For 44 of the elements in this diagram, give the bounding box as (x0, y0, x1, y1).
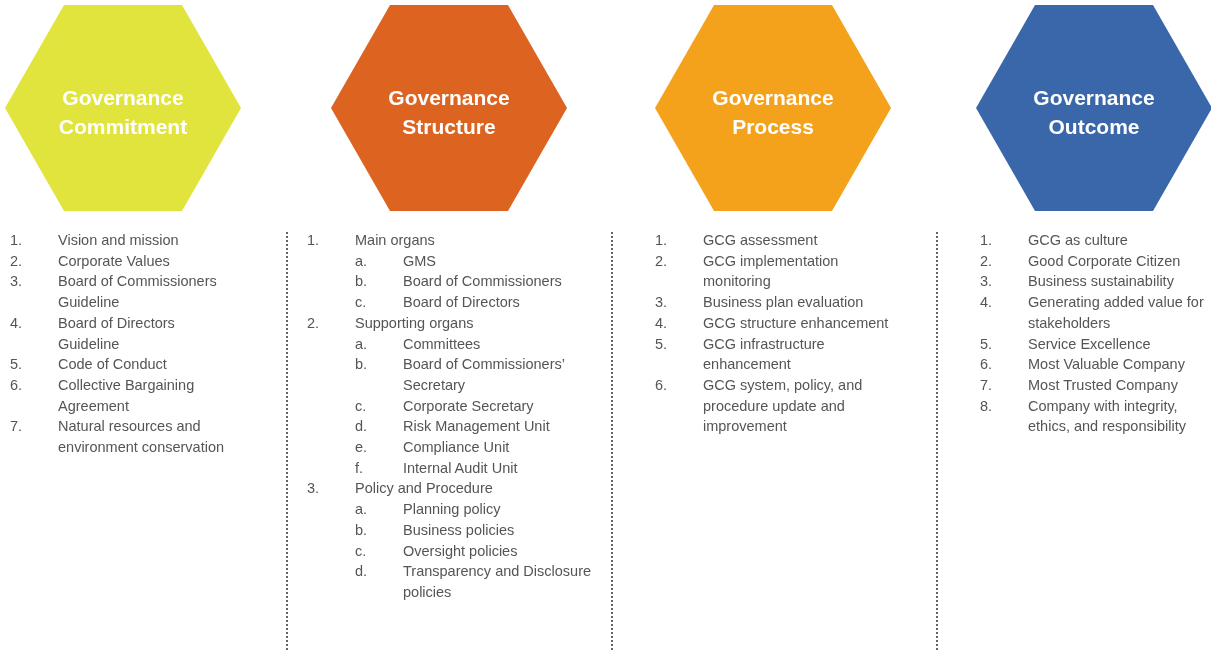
list-item: 2. GCG implementation monitoring (655, 251, 840, 292)
list-item: 2. Corporate Values (10, 251, 171, 271)
list-item: 2. Supporting organs (307, 313, 475, 333)
hexagon-title: Governance Process (711, 85, 835, 140)
sub-list-item: c. Board of Directors (354, 293, 521, 313)
list-item: 1. Vision and mission (10, 231, 180, 250)
hexagon (655, 5, 891, 211)
list-item: 5. Service Excellence (980, 334, 1152, 354)
hexagon (5, 5, 241, 211)
sub-list-item: f. Internal Audit Unit (354, 458, 519, 478)
list-item: 3. Policy and Procedure (307, 479, 494, 499)
sub-list-item: c. Oversight policies (354, 541, 519, 561)
sub-list-item: b. Board of Commissioners (354, 272, 563, 292)
list-item: 6. Collective Bargaining Agreement (10, 375, 196, 416)
list-item: 5. Code of Conduct (10, 355, 168, 375)
hexagon-title: Governance Outcome (1032, 85, 1156, 140)
list-item: 3. Board of Commissioners Guideline (10, 272, 218, 313)
list-item: 7. Natural resources and environment conservation (10, 417, 226, 458)
list-item: 7. Most Trusted Company (980, 375, 1179, 395)
sub-list-item: a. GMS (354, 251, 438, 271)
sub-list-item: a. Planning policy (354, 500, 502, 520)
list-item: 1. GCG assessment (655, 231, 819, 250)
list-item: 8. Company with integrity, ethics, and responsibility (980, 396, 1187, 437)
hexagon-title: Governance Commitment (57, 85, 189, 140)
list-item: 2. Good Corporate Citizen (980, 251, 1182, 271)
sub-list-item: a. Committees (354, 334, 482, 354)
list-item: 3. Business sustainability (980, 272, 1175, 292)
list-item: 6. GCG system, policy, and procedure update and improvement (655, 375, 864, 437)
list-item: 3. Business plan evaluation (655, 293, 865, 313)
list-item: 1. Main organs (307, 231, 436, 250)
list-item: 4. Board of Directors Guideline (10, 313, 176, 354)
sub-list-item: e. Compliance Unit (354, 438, 511, 458)
list-item: 4. GCG structure enhancement (655, 313, 890, 333)
hexagon (331, 5, 567, 211)
sub-list-item: b. Business policies (354, 520, 516, 540)
hexagon (976, 5, 1211, 211)
sub-list-item: d. Risk Management Unit (354, 417, 551, 437)
list-item: 6. Most Valuable Company (980, 355, 1186, 375)
list-item: 5. GCG infrastructure enhancement (655, 334, 826, 375)
hexagon-title: Governance Structure (387, 85, 511, 140)
list-item: 1. GCG as culture (980, 231, 1129, 250)
sub-list-item: c. Corporate Secretary (354, 396, 535, 416)
sub-list-item: d. Transparency and Disclosure policies (354, 562, 592, 602)
list-item: 4. Generating added value for stakeholders (980, 293, 1205, 333)
